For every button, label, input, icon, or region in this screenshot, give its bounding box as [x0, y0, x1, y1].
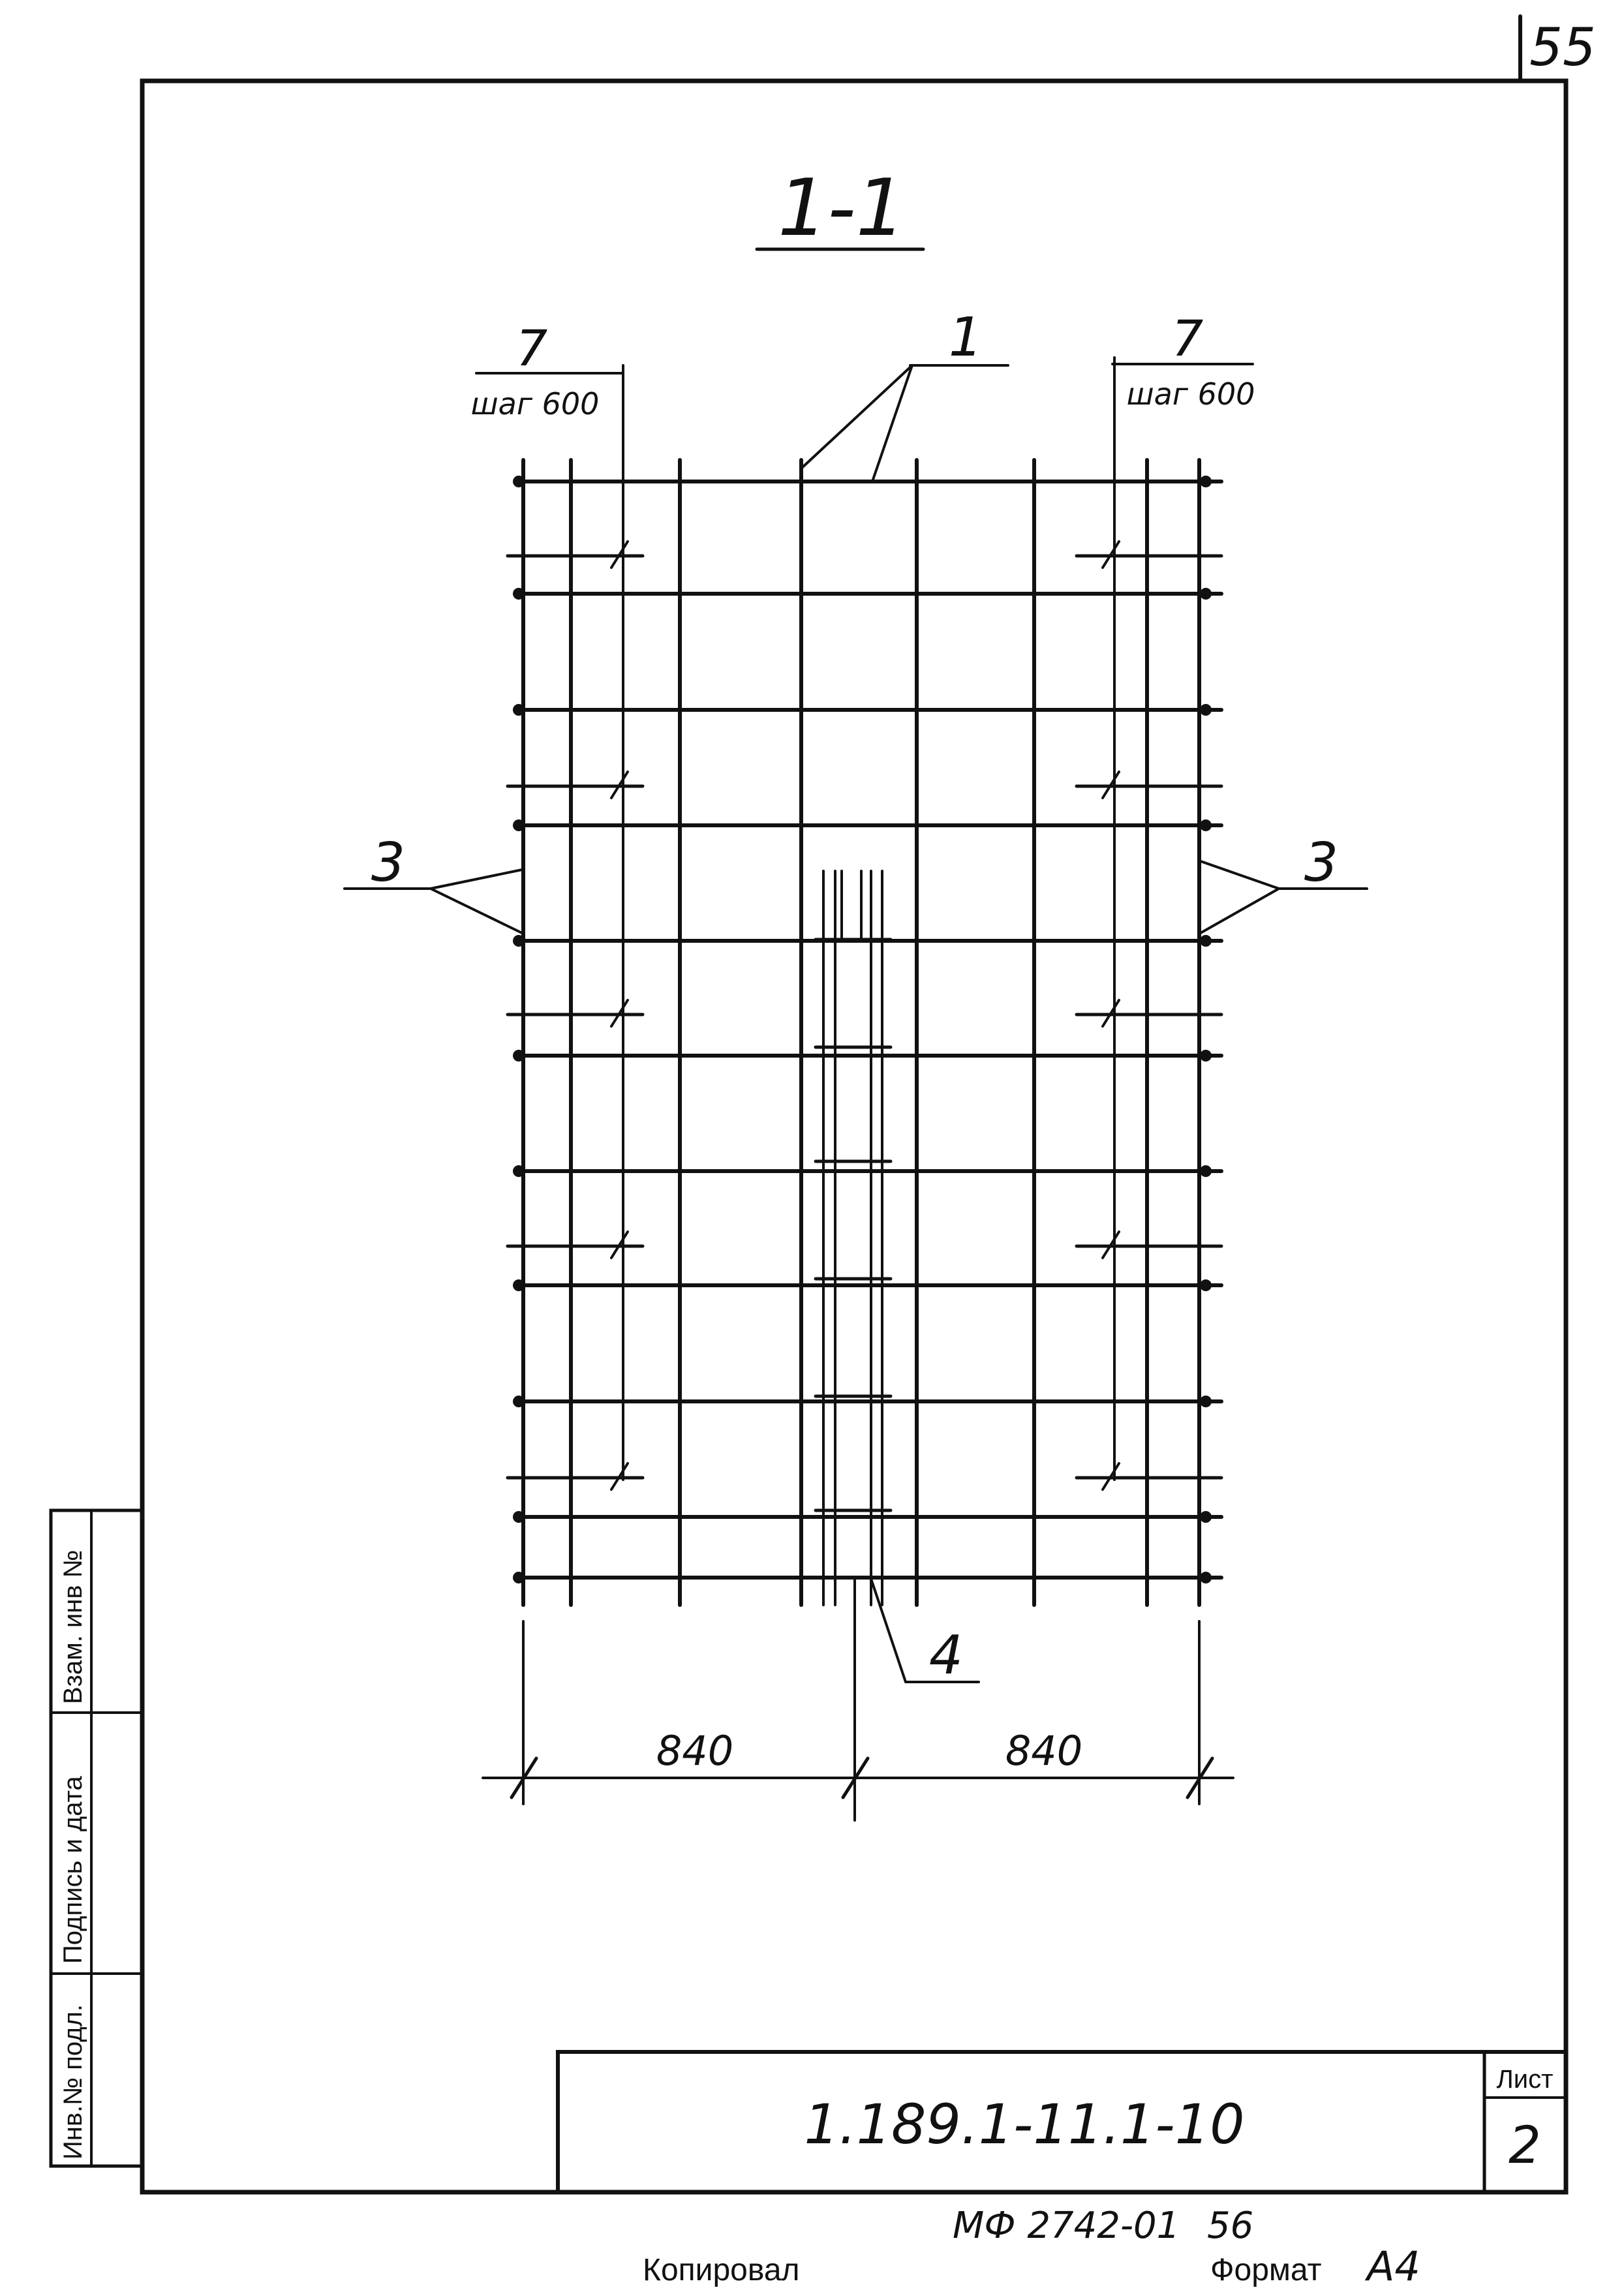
callout-3-right-leader [1199, 887, 1280, 934]
callout-rebar-right: 7 шаг 600 [1111, 309, 1255, 412]
rebar-end-dot [513, 1572, 525, 1583]
callout-3-right-leader [1199, 860, 1280, 890]
callout-3-left-leader [429, 868, 523, 890]
callout-4-leader [870, 1578, 907, 1683]
dimension-chain: 840 840 [482, 1578, 1234, 1822]
dimension-tick [841, 1756, 870, 1799]
dimension-right-value: 840 [1005, 1727, 1082, 1775]
callout-3-left-number: 3 [371, 832, 405, 894]
rebar-short-tick [610, 771, 629, 799]
drawing-frame [140, 78, 1569, 2195]
title-block: 1.189.1-11.1-10 Лист 2 [556, 2050, 1568, 2194]
rebar-short-tick [610, 1462, 629, 1491]
title-block-frame [556, 2050, 1568, 2194]
callout-3-left: 3 [343, 832, 523, 934]
rebar-end-dot [513, 588, 525, 600]
dimension-tick [510, 1756, 538, 1799]
dimension-tick [1186, 1756, 1214, 1799]
side-stamp-inv-podl: Инв.№ подл. [59, 2004, 87, 2160]
rebar-short-tick [1101, 771, 1120, 799]
callout-rebar-right-note: шаг 600 [1127, 376, 1255, 412]
rebar-end-dot [1200, 1396, 1212, 1407]
rebar-short-tick [1101, 1462, 1120, 1491]
side-stamp: Инв.№ подл. Подпись и дата Взам. инв № [49, 1508, 144, 2168]
rebar-end-dot [1200, 588, 1212, 600]
rebar-end-dot [513, 476, 525, 487]
rebar-end-dot [1200, 935, 1212, 947]
rebar-end-dot [1200, 1511, 1212, 1523]
rebar-end-dot [513, 1165, 525, 1177]
callout-3-left-leader [429, 887, 523, 934]
rebar-end-dot [513, 1279, 525, 1291]
copied-label: Копировал [643, 2253, 800, 2287]
rebar-short-tick [610, 999, 629, 1028]
format-value: А4 [1364, 2242, 1420, 2290]
sheet-number: 2 [1509, 2116, 1541, 2175]
callout-1-leader [800, 364, 913, 470]
callout-1-number: 1 [949, 307, 983, 369]
rebar-end-dot [1200, 819, 1212, 831]
footer-code-number: 56 [1207, 2205, 1253, 2247]
side-stamp-vzam-inv: Взам. инв № [59, 1550, 87, 1704]
rebar-end-dot [513, 1396, 525, 1407]
rebar-end-dot [1200, 1572, 1212, 1583]
rebar-short-tick [1101, 999, 1120, 1028]
callout-rebar-left: 7 шаг 600 [471, 319, 624, 421]
callout-rebar-left-note: шаг 600 [471, 386, 600, 421]
callout-1: 1 [800, 307, 1009, 481]
rebar-end-dot [513, 819, 525, 831]
rebar-end-dot [1200, 1279, 1212, 1291]
callout-1-leader [872, 364, 913, 481]
sheet-label: Лист [1497, 2065, 1554, 2094]
rebar-grid [506, 356, 1223, 1607]
rebar-end-dot [1200, 1165, 1212, 1177]
format-label: Формат [1210, 2253, 1322, 2287]
rebar-short-tick [1101, 540, 1120, 569]
callout-3-right: 3 [1199, 832, 1368, 934]
rebar-short-tick [610, 540, 629, 569]
rebar-end-dot [1200, 476, 1212, 487]
rebar-short-tick [1101, 1230, 1120, 1259]
rebar-end-dot [1200, 704, 1212, 716]
dimension-left-value: 840 [656, 1727, 733, 1775]
rebar-end-dot [513, 935, 525, 947]
callout-4-number: 4 [929, 1625, 963, 1687]
document-designation: 1.189.1-11.1-10 [804, 2092, 1244, 2156]
callout-rebar-left-number: 7 [516, 319, 547, 377]
rebar-end-dot [1200, 1050, 1212, 1062]
rebar-end-dot [513, 1050, 525, 1062]
side-stamp-frame [49, 1508, 144, 2168]
callout-4: 4 [870, 1578, 980, 1687]
callout-3-right-number: 3 [1304, 832, 1338, 894]
side-stamp-podpis-data: Подпись и дата [59, 1776, 87, 1964]
rebar-end-dot [513, 1511, 525, 1523]
page-number: 55 [1529, 17, 1596, 78]
footer-code: МФ 2742-01 [953, 2205, 1180, 2247]
rebar-end-dot [513, 704, 525, 716]
callout-rebar-right-number: 7 [1172, 309, 1203, 367]
rebar-short-tick [610, 1230, 629, 1259]
section-title: 1-1 [778, 163, 906, 254]
